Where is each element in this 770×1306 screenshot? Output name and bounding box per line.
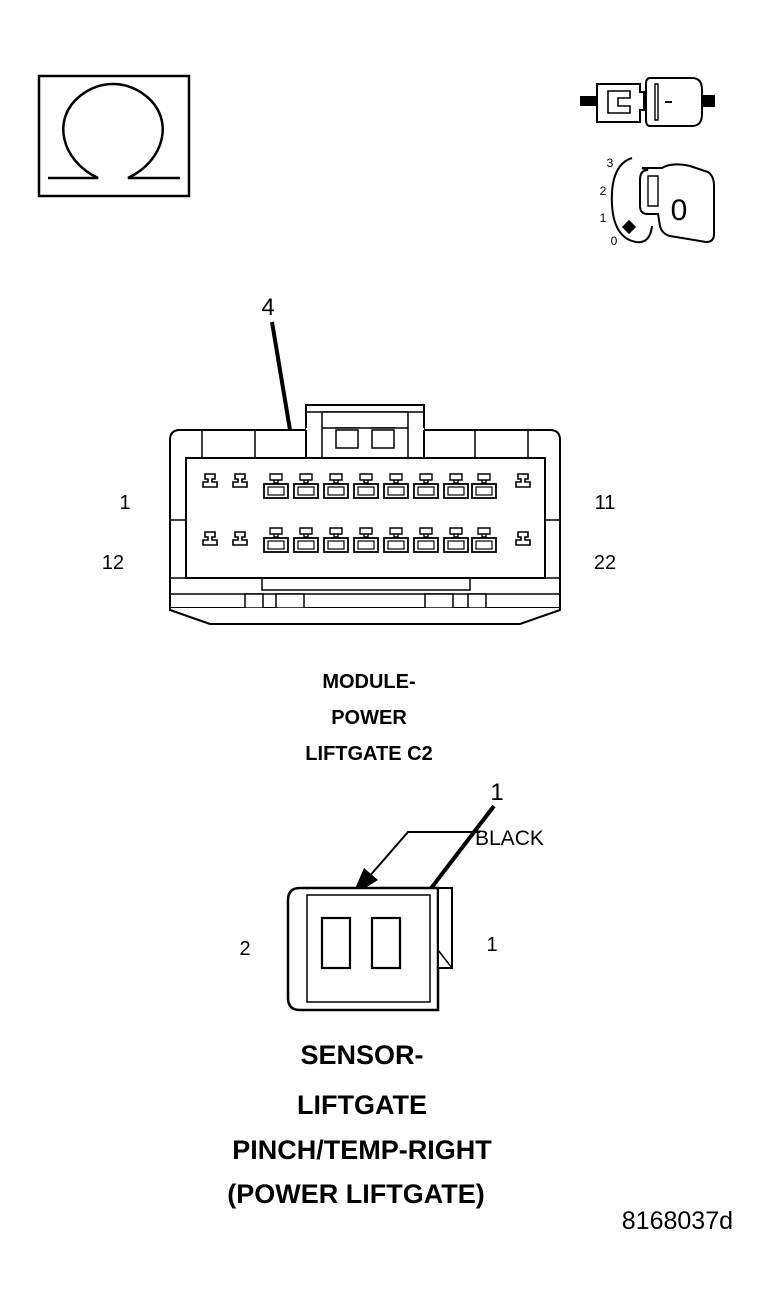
sensor-connector-color: BLACK <box>475 827 544 850</box>
module-pin-label-12: 12 <box>102 552 124 574</box>
key-position-value: 0 <box>671 194 688 227</box>
sensor-connector <box>286 886 453 1012</box>
key-position-0: 0 <box>611 234 618 248</box>
sensor-pin-label-1: 1 <box>486 934 497 956</box>
key-position-3: 3 <box>607 156 614 170</box>
module-pin-label-11: 11 <box>595 492 616 514</box>
sensor-callout-number: 1 <box>490 779 503 806</box>
module-pin-label-22: 22 <box>594 552 616 574</box>
module-pin-label-1: 1 <box>119 492 130 514</box>
ohmmeter-icon <box>37 74 191 198</box>
sensor-pin-label-2: 2 <box>239 938 250 960</box>
key-position-2: 2 <box>600 184 607 198</box>
sensor-color-leader <box>352 831 480 896</box>
disconnect-connector-icon <box>580 77 715 127</box>
module-connector-c2 <box>169 404 561 625</box>
module-title-line-2: POWER <box>331 707 407 729</box>
module-title-line-3: LIFTGATE C2 <box>305 743 432 765</box>
module-title-line-1: MODULE- <box>322 671 415 693</box>
sensor-title-line-4: (POWER LIFTGATE) <box>227 1179 484 1209</box>
figure-id: 8168037d <box>622 1207 733 1235</box>
key-position-1: 1 <box>600 211 607 225</box>
sensor-title-line-3: PINCH/TEMP-RIGHT <box>232 1135 492 1165</box>
ignition-key-icon: 0 3 2 1 0 <box>600 156 715 248</box>
module-callout-number: 4 <box>261 294 274 321</box>
sensor-title-line-2: LIFTGATE <box>297 1090 427 1120</box>
sensor-title-line-1: SENSOR- <box>300 1040 423 1070</box>
